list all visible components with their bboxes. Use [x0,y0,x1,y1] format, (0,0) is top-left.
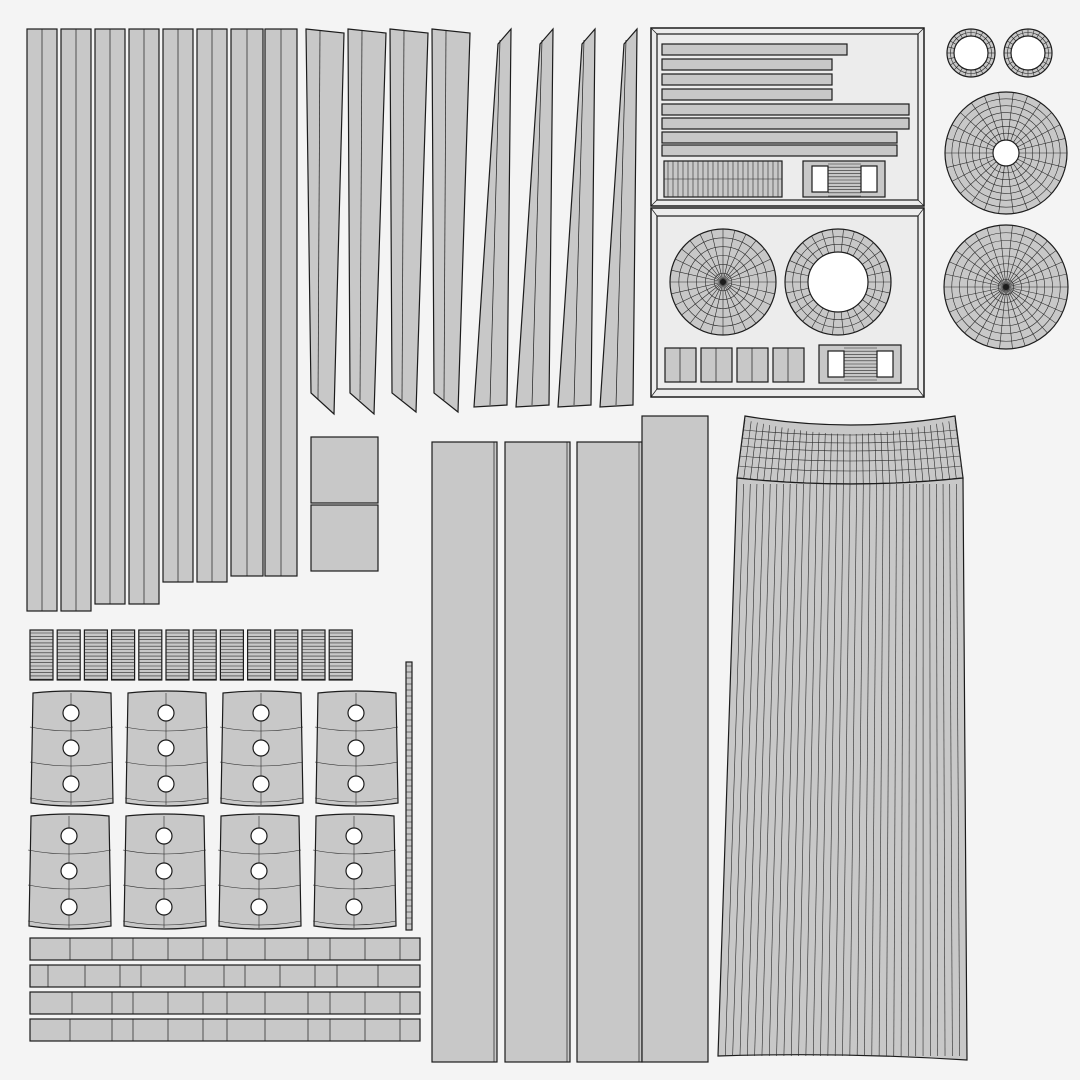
uv-ring-small [1003,28,1053,78]
uv-button-hole [157,704,175,722]
uv-bar [661,117,910,130]
uv-panel-large [641,415,709,1063]
uv-button-hole [252,704,270,722]
uv-ring-small [946,28,996,78]
brick-rows-group [29,937,421,1042]
uv-hatched-tile [110,629,136,681]
uv-hatched-tile [29,629,54,681]
button-panels-grid [27,690,399,930]
uv-button-hole [252,739,270,757]
large-panels-group [431,415,709,1063]
uv-panel-large [576,441,643,1063]
uv-button-hole [60,862,78,880]
uv-button-hole [157,775,175,793]
framed-box-lower [650,207,925,398]
uv-button-hole [347,739,365,757]
tapered-strips-left-group [305,28,471,416]
uv-small-tile [736,347,769,383]
uv-strip-tapered [305,28,345,416]
uv-hatched-tile [247,629,272,681]
uv-square [310,504,379,572]
uv-disc-radial [943,224,1069,350]
uv-brick-row [29,964,421,988]
uv-hatched-tile [219,629,244,681]
uv-button-hole [60,898,78,916]
uv-strip-tapered [473,27,512,408]
small-rings-group [946,28,1053,78]
uv-button-hole [252,775,270,793]
uv-hatched-tile [274,629,299,681]
uv-small-tile [772,347,805,383]
uv-square [310,436,379,504]
pleated-skirt-group [717,415,968,1061]
uv-brick-row [29,991,421,1015]
uv-button-hole [347,704,365,722]
uv-disc-radial [669,228,777,336]
uv-small-tile [664,347,697,383]
uv-hatched-tile [138,629,163,681]
uv-bar [661,88,833,101]
uv-hatched-tile [83,629,109,681]
uv-button-hole [250,898,268,916]
uv-strip-tapered [431,28,471,414]
uv-button-hole [62,704,80,722]
tapered-strips-right-group [473,27,638,408]
uv-strip-thin [405,661,413,931]
uv-button-hole [157,739,175,757]
uv-strip-tapered [347,28,387,416]
thin-ladder-strip [405,661,413,931]
uv-button-hole [250,862,268,880]
uv-button-hole [62,739,80,757]
uv-hatched-tile [328,629,353,681]
uv-ring [784,228,892,336]
uv-bar [661,73,833,86]
uv-button-hole [155,898,173,916]
uv-button-hole [155,862,173,880]
uv-hatched-tile [301,629,326,681]
uv-brick-row [29,937,421,961]
uv-button-hole [345,862,363,880]
uv-button-hole [345,898,363,916]
uv-button-hole [155,827,173,845]
uv-strip-tapered [599,27,638,408]
uv-small-tile [700,347,733,383]
uv-bar [661,131,898,144]
uv-hatched-tile [165,629,190,681]
uv-bar [661,103,910,116]
uv-brick-row [29,1018,421,1042]
uv-strip-tapered [557,27,596,408]
framed-box-upper [650,27,925,207]
uv-strip-tapered [515,27,554,408]
long-strips-group [26,28,298,612]
small-squares-group [310,436,379,572]
uv-panel-large [504,441,571,1063]
uv-button-hole [250,827,268,845]
uv-disc-with-hole [944,91,1068,215]
uv-bar [661,144,898,157]
uv-button-hole [347,775,365,793]
hatched-tiles-row [29,629,353,681]
uv-button-hole [62,775,80,793]
uv-bar [661,58,833,71]
uv-strip-tapered [389,28,429,414]
uv-button-hole [60,827,78,845]
uv-panel-large [431,441,498,1063]
uv-button-hole [345,827,363,845]
uv-hatched-tile [56,629,81,681]
uv-hatched-tile [192,629,217,681]
uv-bar [661,43,848,56]
